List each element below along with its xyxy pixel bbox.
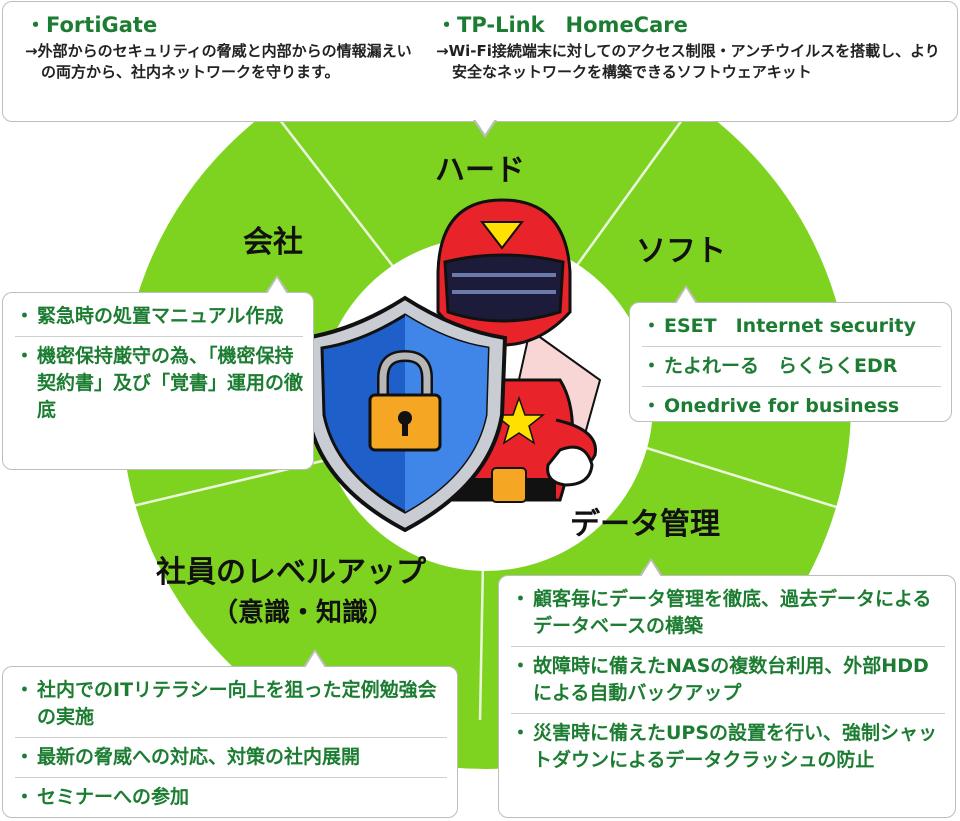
lock-icon xyxy=(368,349,442,452)
hard-callout-box: ・FortiGate →外部からのセキュリティの脅威と内部からの情報漏えいの両方… xyxy=(2,1,958,138)
data-item: 故障時に備えたNASの複数台利用、外部HDDによる自動バックアップ xyxy=(511,653,945,707)
hard-item-tplink: ・TP-Link HomeCare →Wi-Fi接続端末に対してのアクセス制限・… xyxy=(436,13,940,82)
segment-label-soft: ソフト xyxy=(636,234,726,269)
staff-item: 社内でのITリテラシー向上を狙った定例勉強会の実施 xyxy=(15,677,447,731)
soft-item: Onedrive for business xyxy=(642,393,941,420)
staff-callout-box: 社内でのITリテラシー向上を狙った定例勉強会の実施 最新の脅威への対応、対策の社… xyxy=(2,649,458,818)
data-management-callout-box: 顧客毎にデータ管理を徹底、過去データによるデータベースの構築 故障時に備えたNA… xyxy=(498,558,956,818)
soft-callout-box: ESET Internet security たよれーる らくらくEDR One… xyxy=(629,285,952,422)
staff-item: セミナーへの参加 xyxy=(15,784,447,811)
ring-dividers xyxy=(94,119,863,721)
soft-item: ESET Internet security xyxy=(642,313,941,340)
company-item: 機密保持厳守の為、「機密保持契約書」及び「覚書」運用の徹底 xyxy=(15,343,303,424)
segment-label-data-management: データ管理 xyxy=(570,507,720,542)
data-item: 災害時に備えたUPSの設置を行い、強制シャットダウンによるデータクラッシュの防止 xyxy=(511,720,945,774)
company-callout-box: 緊急時の処置マニュアル作成 機密保持厳守の為、「機密保持契約書」及び「覚書」運用… xyxy=(2,275,314,470)
shield-icon xyxy=(302,295,508,533)
segment-label-company: 会社 xyxy=(243,225,303,260)
segment-sublabel-staff: （意識・知識） xyxy=(212,598,395,628)
staff-item: 最新の脅威への対応、対策の社内展開 xyxy=(15,744,447,771)
hard-item-fortigate: ・FortiGate →外部からのセキュリティの脅威と内部からの情報漏えいの両方… xyxy=(25,13,412,82)
soft-item: たよれーる らくらくEDR xyxy=(642,353,941,380)
segment-label-hard: ハード xyxy=(435,153,525,188)
segment-label-staff: 社員のレベルアップ xyxy=(156,555,426,590)
data-item: 顧客毎にデータ管理を徹底、過去データによるデータベースの構築 xyxy=(511,586,945,640)
company-item: 緊急時の処置マニュアル作成 xyxy=(15,303,303,330)
